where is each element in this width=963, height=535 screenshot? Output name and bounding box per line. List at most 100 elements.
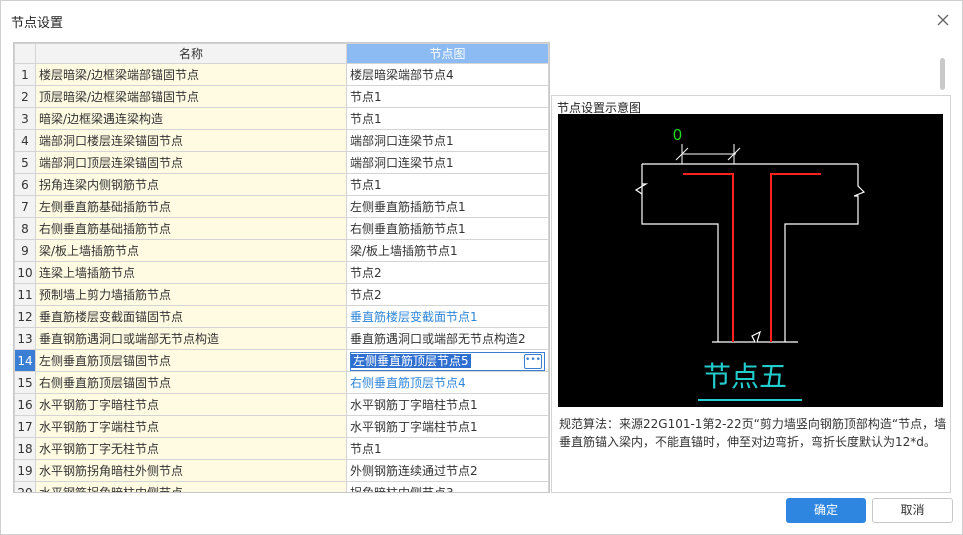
node-value-editor[interactable]: 左侧垂直筋顶层节点5 ••• xyxy=(350,351,545,371)
node-name-cell: 梁/板上墙插筋节点 xyxy=(35,239,347,262)
title-bar: 节点设置 xyxy=(1,1,962,39)
row-number: 8 xyxy=(14,217,36,240)
node-value-cell[interactable]: 节点1 xyxy=(346,437,549,460)
rebar-right xyxy=(770,173,821,342)
row-number: 17 xyxy=(14,415,36,438)
node-name-cell: 楼层暗梁/边框梁端部锚固节点 xyxy=(35,63,347,86)
diagram-caption: 节点五 xyxy=(703,360,787,393)
node-name-cell: 右侧垂直筋基础插筋节点 xyxy=(35,217,347,240)
beam-outline xyxy=(634,164,719,342)
node-value-cell[interactable]: 垂直筋楼层变截面节点1 xyxy=(346,305,549,328)
node-diagram: 0 节点五 xyxy=(558,114,943,407)
row-number: 15 xyxy=(14,371,36,394)
node-name-cell: 暗梁/边框梁遇连梁构造 xyxy=(35,107,347,130)
cancel-button[interactable]: 取消 xyxy=(872,498,953,523)
selected-node-value: 左侧垂直筋顶层节点5 xyxy=(351,353,471,368)
node-value-cell[interactable]: 节点2 xyxy=(346,283,549,306)
node-value-cell[interactable]: 水平钢筋丁字端柱节点1 xyxy=(346,415,549,438)
node-name-cell: 左侧垂直筋顶层锚固节点 xyxy=(35,349,347,372)
row-number: 4 xyxy=(14,129,36,152)
node-name-cell: 右侧垂直筋顶层锚固节点 xyxy=(35,371,347,394)
node-value-cell[interactable]: 拐角暗柱内侧节点3 xyxy=(346,481,549,492)
node-value-cell[interactable]: 节点2 xyxy=(346,261,549,284)
row-number: 1 xyxy=(14,63,36,86)
node-value-cell[interactable]: 外侧钢筋连续通过节点2 xyxy=(346,459,549,482)
node-name-cell: 预制墙上剪力墙插筋节点 xyxy=(35,283,347,306)
diagram-background xyxy=(558,114,943,407)
node-name-cell: 拐角连梁内侧钢筋节点 xyxy=(35,173,347,196)
column-header-node[interactable]: 节点图 xyxy=(346,43,549,64)
node-name-cell: 水平钢筋拐角暗柱外侧节点 xyxy=(35,459,347,482)
row-number: 10 xyxy=(14,261,36,284)
node-name-cell: 端部洞口楼层连梁锚固节点 xyxy=(35,129,347,152)
node-value-cell[interactable]: 楼层暗梁端部节点4 xyxy=(346,63,549,86)
node-value-cell[interactable]: 水平钢筋丁字暗柱节点1 xyxy=(346,393,549,416)
node-value-cell[interactable]: 左侧垂直筋顶层节点5 ••• xyxy=(346,349,549,372)
node-value-cell[interactable]: 端部洞口连梁节点1 xyxy=(346,129,549,152)
ok-button[interactable]: 确定 xyxy=(786,498,866,523)
node-value-cell[interactable]: 梁/板上墙插筋节点1 xyxy=(346,239,549,262)
dimension-tick-right xyxy=(727,147,741,161)
table-header-row: 名称 节点图 xyxy=(14,43,549,64)
node-value-cell[interactable]: 端部洞口连梁节点1 xyxy=(346,151,549,174)
close-icon[interactable] xyxy=(934,11,952,29)
vertical-scrollbar[interactable] xyxy=(936,54,948,491)
node-name-cell: 水平钢筋丁字端柱节点 xyxy=(35,415,347,438)
row-number: 14 xyxy=(14,349,36,372)
row-number: 13 xyxy=(14,327,36,350)
dimension-value: 0 xyxy=(673,127,682,144)
row-number: 18 xyxy=(14,437,36,460)
node-value-cell[interactable]: 右侧垂直筋插筋节点1 xyxy=(346,217,549,240)
rebar-left xyxy=(683,173,734,342)
column-header-name[interactable]: 名称 xyxy=(35,43,347,64)
row-number: 2 xyxy=(14,85,36,108)
rule-description: 规范算法：来源22G101-1第2-22页“剪力墙竖向钢筋顶部构造“节点，墙垂直… xyxy=(559,417,947,449)
row-number: 16 xyxy=(14,393,36,416)
beam-outline-right xyxy=(784,164,866,342)
node-value-cell[interactable]: 节点1 xyxy=(346,85,549,108)
row-number: 19 xyxy=(14,459,36,482)
node-value-cell[interactable]: 节点1 xyxy=(346,173,549,196)
preview-title: 节点设置示意图 xyxy=(557,101,642,115)
row-number: 20 xyxy=(14,481,36,492)
row-number: 6 xyxy=(14,173,36,196)
row-number: 12 xyxy=(14,305,36,328)
node-value-cell[interactable]: 右侧垂直筋顶层节点4 xyxy=(346,371,549,394)
header-corner xyxy=(14,43,36,64)
node-name-cell: 水平钢筋丁字无柱节点 xyxy=(35,437,347,460)
row-number: 9 xyxy=(14,239,36,262)
row-number: 5 xyxy=(14,151,36,174)
node-value-cell[interactable]: 节点1 xyxy=(346,107,549,130)
scrollbar-thumb[interactable] xyxy=(940,58,945,90)
node-name-cell: 连梁上墙插筋节点 xyxy=(35,261,347,284)
node-value-cell[interactable]: 左侧垂直筋插筋节点1 xyxy=(346,195,549,218)
row-number: 7 xyxy=(14,195,36,218)
node-name-cell: 水平钢筋丁字暗柱节点 xyxy=(35,393,347,416)
node-value-cell[interactable]: 垂直筋遇洞口或端部无节点构造2 xyxy=(346,327,549,350)
dialog-title: 节点设置 xyxy=(11,16,64,31)
ellipsis-icon[interactable]: ••• xyxy=(524,353,542,369)
